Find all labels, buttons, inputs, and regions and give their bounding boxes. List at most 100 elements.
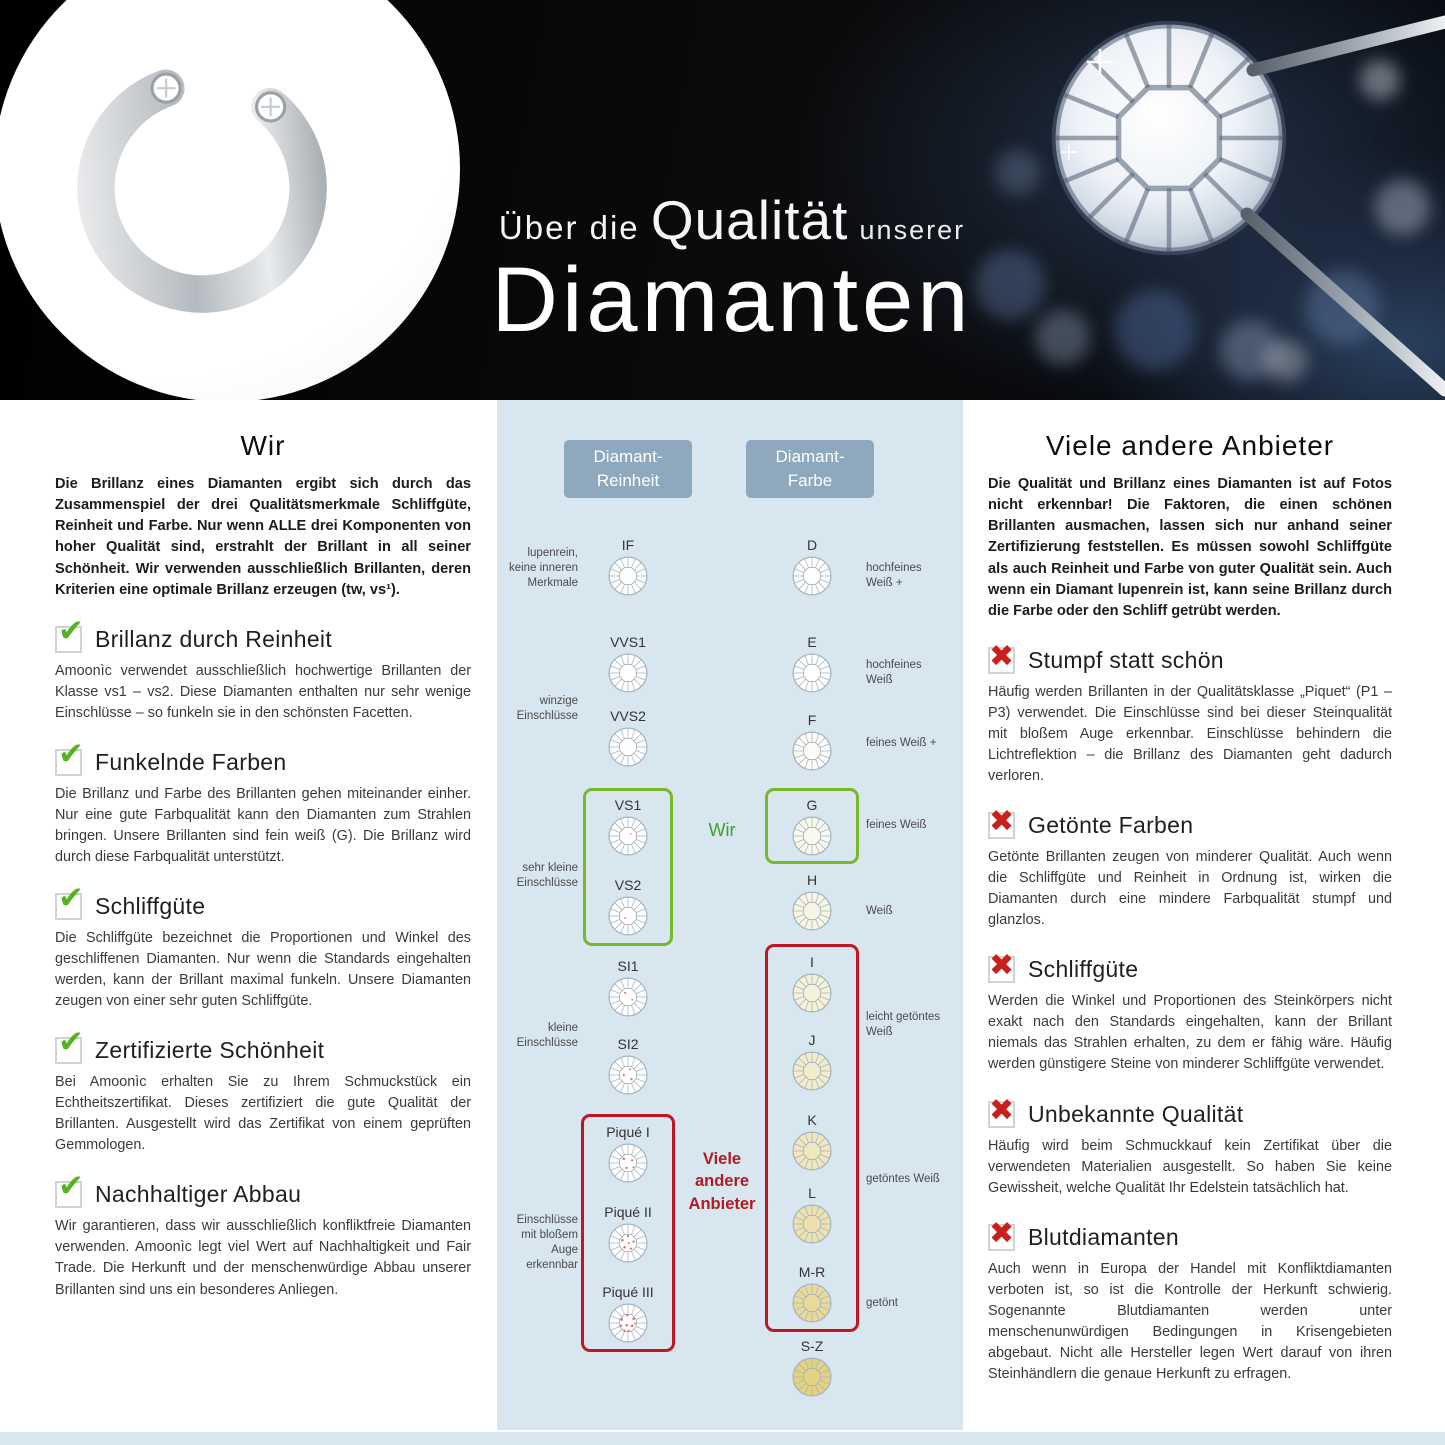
clarity-grade-label: Piqué III [602, 1284, 654, 1300]
others-color-box [765, 944, 859, 1332]
kicker-post: unserer [859, 215, 966, 245]
section-text: Werden die Winkel und Proportionen des S… [988, 993, 1392, 1073]
section-title: Stumpf statt schön [1028, 647, 1224, 674]
we-intro: Die Brillanz eines Diamanten ergibt sich… [55, 476, 471, 598]
clarity-row: Piqué I [583, 1122, 673, 1184]
diamond-image [1043, 12, 1295, 264]
color-grade-label: K [807, 1112, 817, 1128]
color-badge-line1: Diamant- [775, 447, 845, 466]
section-text: Die Schliffgüte bezeichnet die Proportio… [55, 930, 471, 1010]
diamond-icon [791, 1282, 833, 1324]
diamond-icon [791, 1050, 833, 1092]
others-column: Viele andere Anbieter Die Qualität und B… [988, 430, 1392, 1385]
clarity-group-label: sehr kleine Einschlüsse [516, 862, 578, 889]
color-group-label: Weiß [866, 905, 893, 917]
cross-icon: ✖ [988, 949, 1015, 984]
color-row: L [767, 1183, 857, 1245]
bokeh-dot [1220, 320, 1280, 380]
tweezers-icon [1061, 15, 1445, 397]
ring-image [77, 63, 327, 313]
we-clarity-box [583, 788, 673, 946]
section-text: Auch wenn in Europa der Handel mit Konfl… [988, 1260, 1392, 1382]
bokeh-dot [1375, 180, 1430, 235]
feature-section: ✔ Brillanz durch Reinheit Amoonìc verwen… [55, 615, 471, 724]
drawback-section: ✖ Getönte Farben Getönte Brillanten zeug… [988, 805, 1392, 931]
diamond-icon [607, 1142, 649, 1184]
we-column: Wir Die Brillanz eines Diamanten ergibt … [55, 430, 471, 1301]
bokeh-dot [995, 150, 1040, 195]
bokeh-dot [1115, 290, 1195, 370]
section-title: Zertifizierte Schönheit [95, 1037, 325, 1064]
clarity-row: SI2 [583, 1034, 673, 1096]
clarity-row: IF [583, 535, 673, 597]
color-row: S-Z [767, 1336, 857, 1398]
color-grade-label: I [810, 954, 814, 970]
diamond-icon [791, 1130, 833, 1172]
color-row: E [767, 632, 857, 694]
section-title: Blutdiamanten [1028, 1223, 1179, 1250]
clarity-grade-label: SI2 [617, 1036, 639, 1052]
color-group-label: feines Weiß + [866, 737, 937, 749]
diamond-icon [607, 1302, 649, 1344]
diamond-icon [791, 652, 833, 694]
section-title: Nachhaltiger Abbau [95, 1181, 302, 1208]
cross-icon: ✖ [988, 1093, 1015, 1128]
section-text: Bei Amoonìc erhalten Sie zu Ihrem Schmuc… [55, 1074, 471, 1154]
bottom-strip [0, 1432, 1445, 1445]
bokeh-dot [1360, 60, 1400, 100]
color-group-label: leicht getöntes Weiß [866, 1011, 941, 1038]
color-row: G [767, 795, 857, 857]
color-group-label: hochfeines Weiß [866, 659, 922, 686]
feature-section: ✔ Nachhaltiger Abbau Wir garantieren, da… [55, 1170, 471, 1300]
color-group-label: getönt [866, 1297, 898, 1309]
section-title: Unbekannte Qualität [1028, 1100, 1244, 1127]
clarity-group-label: winzige Einschlüsse [516, 695, 578, 722]
color-grade-label: E [807, 634, 817, 650]
others-clarity-box [581, 1114, 675, 1352]
color-grade-label: D [806, 537, 818, 553]
others-intro: Die Qualität und Brillanz eines Diamante… [988, 476, 1392, 619]
checkmark-icon: ✔ [55, 615, 84, 653]
color-grade-label: G [806, 797, 818, 813]
color-grade-label: F [807, 712, 817, 728]
checkmark-icon: ✔ [55, 1026, 84, 1065]
main-title: Diamanten [491, 249, 973, 351]
section-title: Funkelnde Farben [95, 749, 287, 776]
diamond-icon [607, 1054, 649, 1096]
clarity-grade-label: Piqué II [604, 1204, 652, 1220]
diamond-icon [791, 555, 833, 597]
drawback-section: ✖ Blutdiamanten Auch wenn in Europa der … [988, 1218, 1392, 1385]
color-group-label: getöntes Weiß [866, 1173, 940, 1185]
feature-section: ✔ Funkelnde Farben Die Brillanz und Farb… [55, 738, 471, 868]
clarity-grade-label: Piqué I [606, 1124, 650, 1140]
kicker-emphasis: Qualität [650, 189, 849, 251]
color-badge-line2: Farbe [787, 470, 833, 490]
section-text: Häufig wird beim Schmuckkauf kein Zertif… [988, 1137, 1392, 1196]
clarity-grade-label: SI1 [617, 958, 639, 974]
drawback-section: ✖ Schliffgüte Werden die Winkel und Prop… [988, 949, 1392, 1075]
clarity-group-label: kleine Einschlüsse [516, 1022, 578, 1049]
diamond-icon [607, 976, 649, 1018]
diamond-icon [791, 1356, 833, 1398]
color-grade-label: H [806, 872, 818, 888]
diamond-icon [607, 555, 649, 597]
we-heading: Wir [240, 430, 286, 461]
diamond-icon [607, 895, 649, 937]
clarity-grade-label: VVS2 [610, 708, 646, 724]
clarity-row: Piqué II [583, 1202, 673, 1264]
diamond-icon [607, 815, 649, 857]
clarity-row: VVS1 [583, 632, 673, 694]
color-row: K [767, 1110, 857, 1172]
color-grade-label: M-R [798, 1264, 826, 1280]
bokeh-dot [1265, 340, 1307, 382]
clarity-row: VVS2 [583, 706, 673, 768]
cross-icon: ✖ [988, 805, 1015, 840]
clarity-row: VS1 [583, 795, 673, 857]
checkmark-icon: ✔ [55, 882, 84, 921]
clarity-grade-label: VVS1 [610, 634, 646, 650]
section-text: Amoonìc verwendet ausschließlich hochwer… [55, 662, 471, 721]
kicker-pre: Über die [498, 209, 640, 246]
diamond-icon [607, 1222, 649, 1264]
drawback-section: ✖ Stumpf statt schön Häufig werden Brill… [988, 642, 1392, 787]
section-title: Schliffgüte [95, 893, 206, 920]
